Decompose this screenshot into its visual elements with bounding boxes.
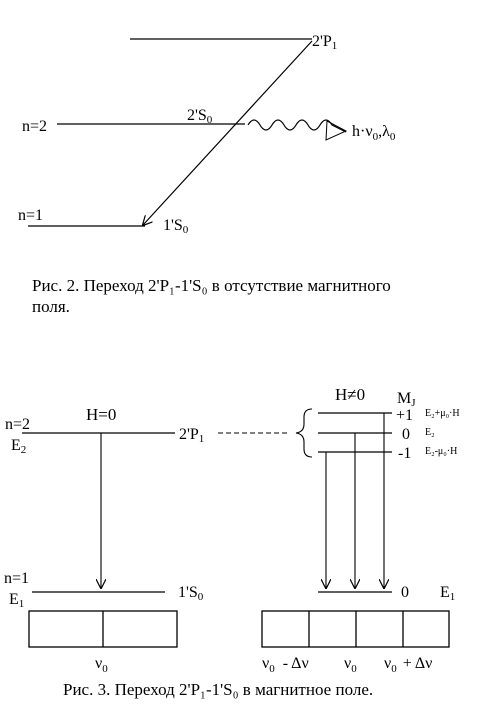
mj-0-label: 0 bbox=[402, 426, 410, 443]
label-2P1: 2'P1 bbox=[312, 33, 337, 52]
label-1S0: 1'S0 bbox=[163, 217, 189, 236]
figure-3: H≠0 MJ n=2 E2 H=0 2'P1 +1 0 -1 E₂+μ₀·H E… bbox=[4, 385, 460, 675]
nu-center-label: ν0 bbox=[344, 655, 357, 675]
label-1S0: 1'S0 bbox=[178, 584, 204, 603]
label-2S0: 2'S0 bbox=[187, 107, 213, 126]
figure-3-caption: Рис. 3. Переход 2'P₁-1'S₀ в магнитное по… bbox=[63, 680, 374, 699]
figure-2-caption-line1: Рис. 2. Переход 2'P₁-1'S₀ в отсутствие м… bbox=[32, 276, 391, 295]
figure-2-caption: Рис. 2. Переход 2'P₁-1'S₀ в отсутствие м… bbox=[32, 275, 472, 317]
label-n1: n=1 bbox=[18, 207, 43, 224]
label-n2: n=2 bbox=[22, 118, 47, 135]
label-H-nonzero: H≠0 bbox=[335, 385, 365, 404]
label-n2: n=2 bbox=[5, 416, 30, 433]
curly-brace bbox=[295, 408, 313, 458]
label-n1: n=1 bbox=[4, 570, 29, 587]
nu-plus-label: ν0+ Δν bbox=[384, 655, 432, 675]
nu-minus-label: ν0- Δν bbox=[262, 655, 309, 675]
label-E1: E1 bbox=[9, 591, 24, 610]
transition-arrow bbox=[143, 40, 313, 225]
photon-arrowhead bbox=[325, 120, 348, 141]
label-2P1: 2'P1 bbox=[179, 426, 204, 445]
photon-wave bbox=[247, 119, 347, 133]
nu-left-label: ν0 bbox=[95, 655, 108, 675]
energy-minus-label: E₂-μ₀·H bbox=[425, 446, 457, 457]
energy-plus-label: E₂+μ₀·H bbox=[425, 408, 460, 419]
label-E1-right: E1 bbox=[440, 584, 455, 603]
figure-2-caption-line2: поля. bbox=[32, 297, 70, 316]
photon-label: h·ν0,λ0 bbox=[352, 123, 396, 143]
zero-level-label: 0 bbox=[401, 584, 409, 601]
figure-2: 2'P1 n=2 2'S0 h·ν0,λ0 n=1 1'S0 bbox=[18, 33, 396, 236]
mj-plus1-label: +1 bbox=[396, 407, 413, 424]
energy-zero-label: E₂ bbox=[425, 427, 435, 438]
label-MJ: MJ bbox=[397, 390, 416, 409]
label-H-zero: H=0 bbox=[86, 405, 116, 424]
mj-minus1-label: -1 bbox=[398, 445, 411, 462]
label-E2: E2 bbox=[11, 437, 26, 456]
